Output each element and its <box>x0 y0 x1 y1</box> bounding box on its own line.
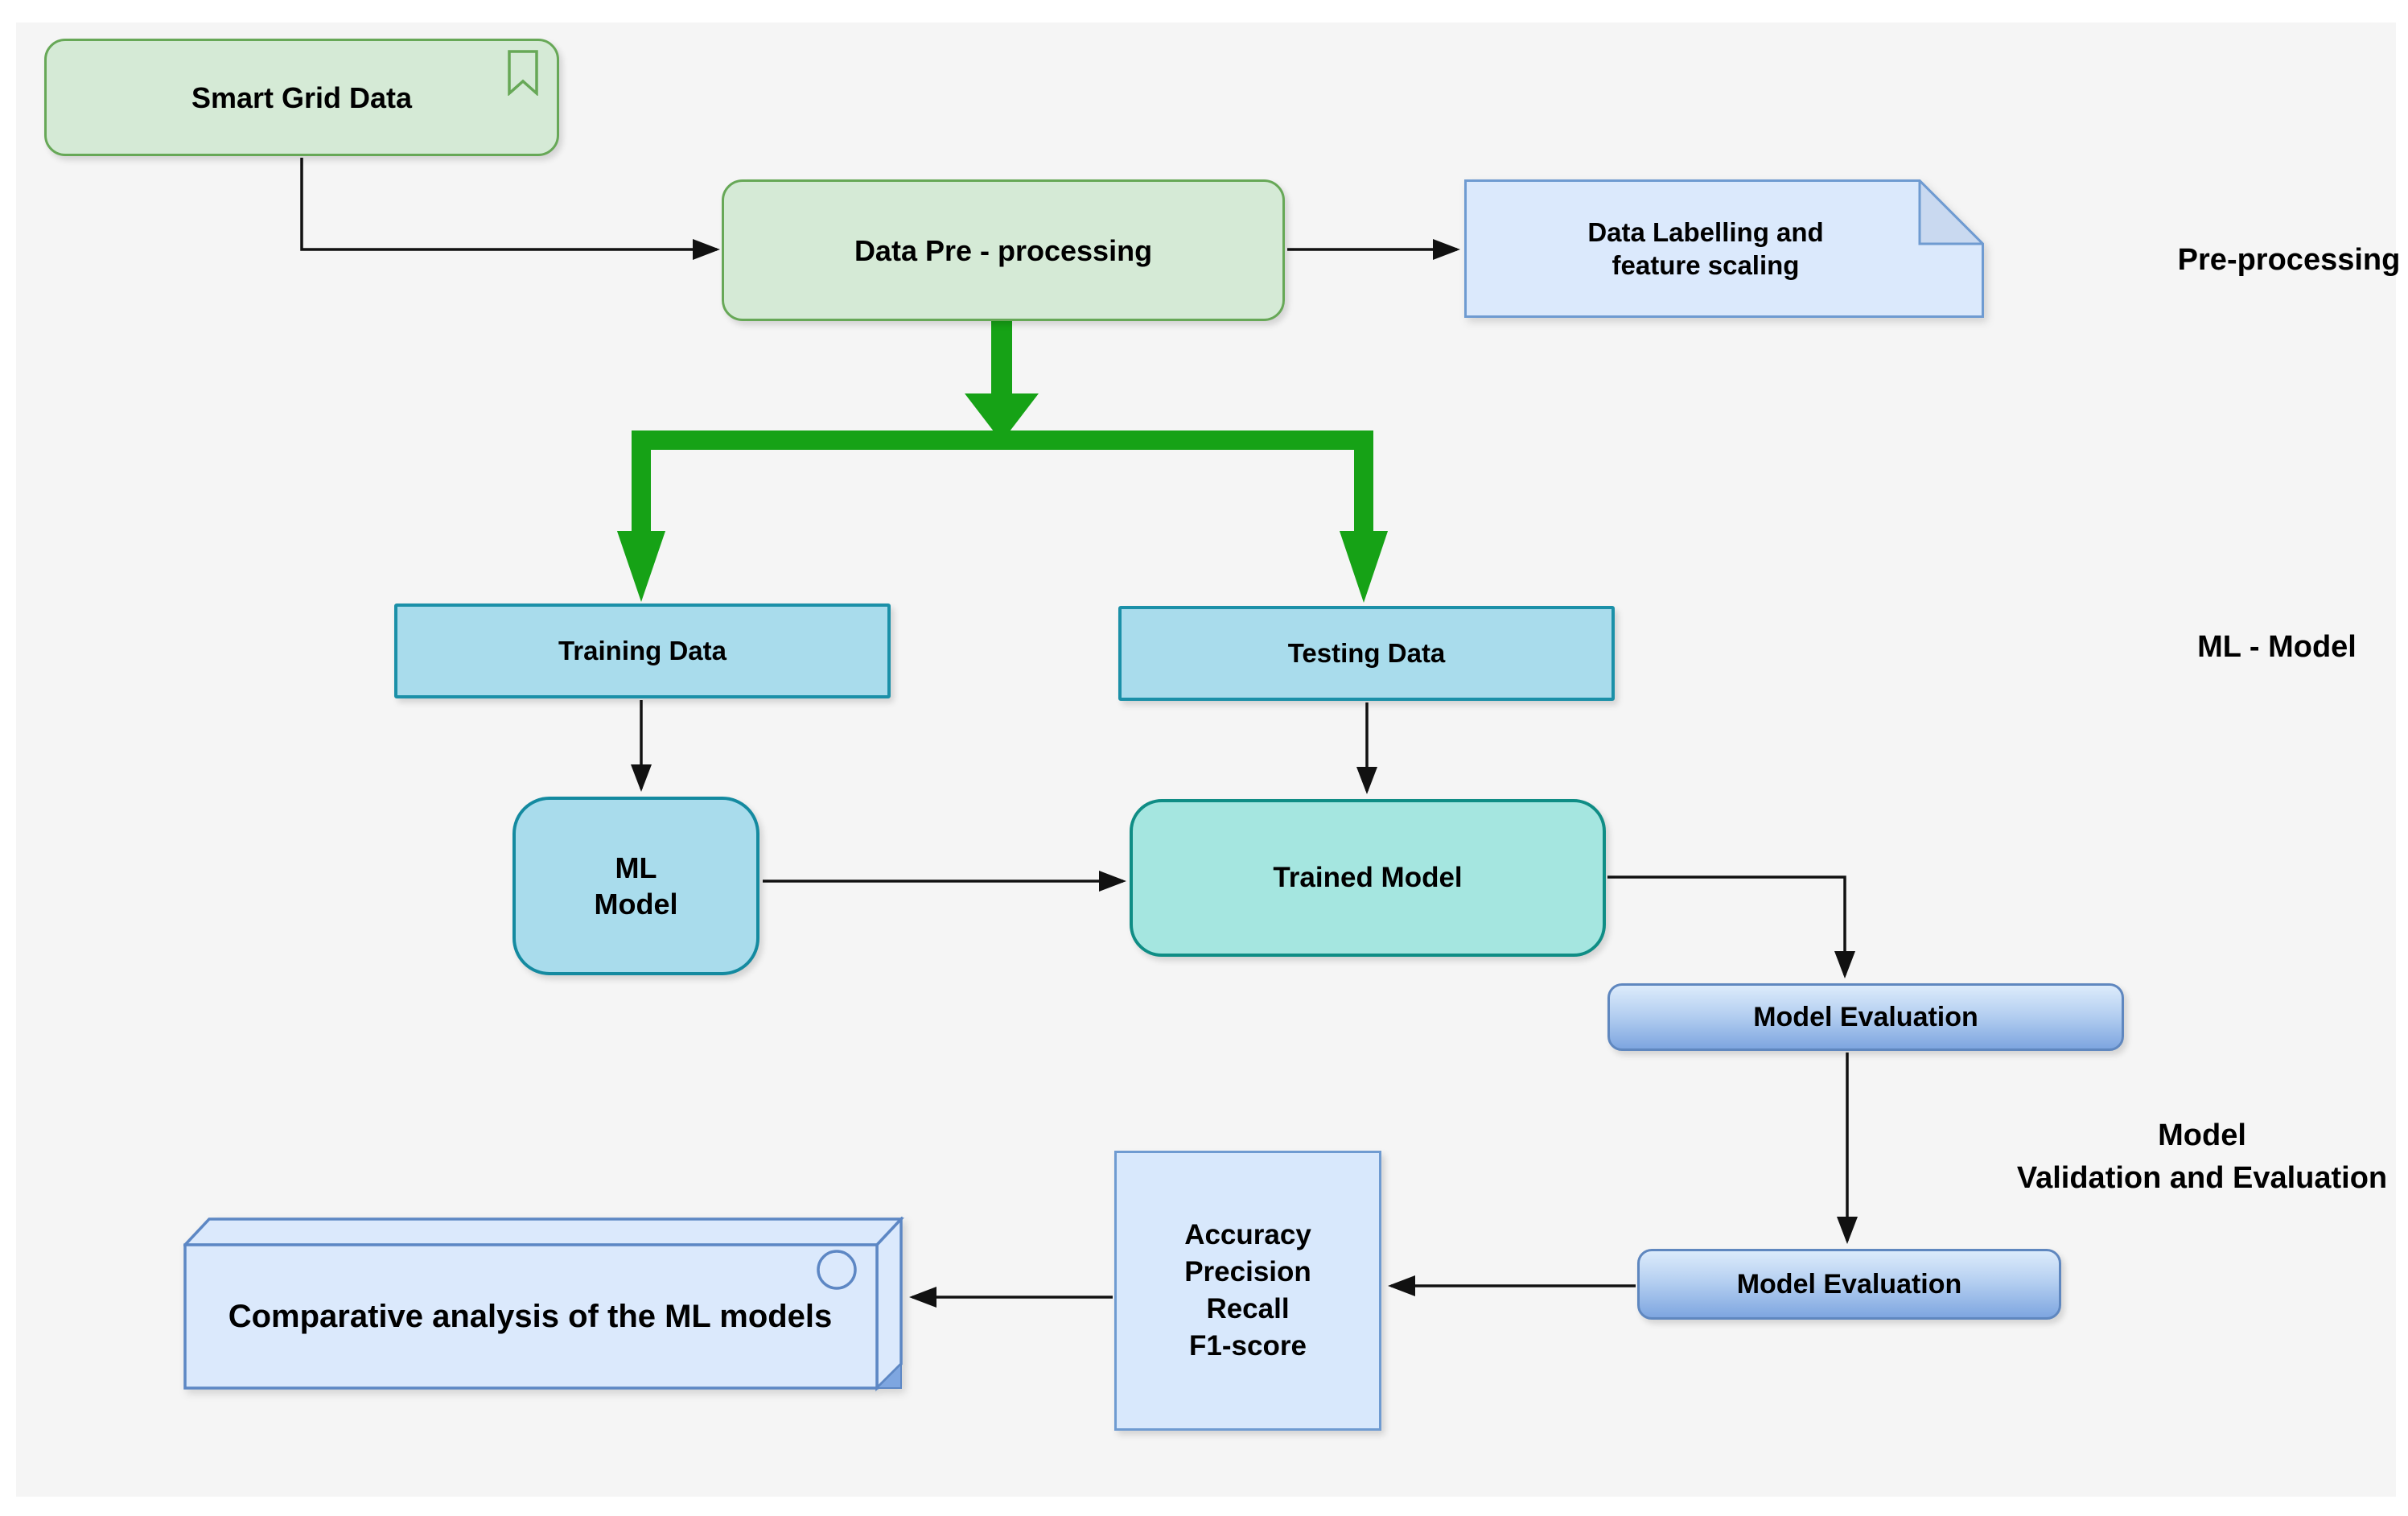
node-metrics: Accuracy Precision Recall F1-score <box>1114 1151 1381 1431</box>
circle-decoration-icon <box>817 1250 857 1290</box>
cube-shape <box>181 1215 905 1392</box>
node-trained-model: Trained Model <box>1130 799 1606 957</box>
node-label-line2: Model <box>594 888 678 921</box>
node-label: Smart Grid Data <box>191 80 413 114</box>
note-shape <box>1464 177 1986 318</box>
bookmark-icon <box>508 50 538 96</box>
section-label-line2: Validation and Evaluation <box>2016 1161 2388 1196</box>
section-label-line1: Model <box>2158 1118 2246 1152</box>
node-training-data: Training Data <box>394 604 891 698</box>
node-ml-model: ML Model <box>512 797 759 975</box>
node-model-evaluation-2: Model Evaluation <box>1637 1249 2061 1320</box>
node-comparative-analysis: Comparative analysis of the ML models <box>181 1215 908 1398</box>
metric-accuracy: Accuracy <box>1184 1218 1311 1250</box>
node-label: Training Data <box>558 636 727 666</box>
metric-recall: Recall <box>1206 1293 1290 1324</box>
node-label: Data Pre - processing <box>854 233 1153 267</box>
node-smart-grid-data: Smart Grid Data <box>44 39 559 156</box>
folded-corner-icon <box>1918 177 1986 245</box>
node-label: Model Evaluation <box>1736 1268 1962 1300</box>
section-label-ml-model: ML - Model <box>2197 630 2357 664</box>
node-label-block: Comparative analysis of the ML models <box>183 1245 877 1388</box>
section-label-model-validation: Model Validation and Evaluation <box>1961 1114 2408 1200</box>
node-label-block: Data Labelling and feature scaling <box>1464 179 1947 318</box>
node-label-line1: Data Labelling and <box>1587 216 1824 247</box>
node-label: Testing Data <box>1287 638 1446 669</box>
node-data-labelling-note: Data Labelling and feature scaling <box>1464 177 1986 318</box>
node-model-evaluation-1: Model Evaluation <box>1607 983 2124 1051</box>
node-label: Model Evaluation <box>1753 1001 1978 1032</box>
node-label: Trained Model <box>1273 862 1463 894</box>
metric-f1-score: F1-score <box>1189 1330 1307 1362</box>
node-label-line1: ML <box>615 851 657 884</box>
node-testing-data: Testing Data <box>1118 606 1615 701</box>
section-label-preprocessing: Pre-processing <box>2177 243 2401 277</box>
metric-precision: Precision <box>1184 1255 1311 1287</box>
node-label-line2: feature scaling <box>1612 250 1800 280</box>
node-label: Comparative analysis of the ML models <box>228 1299 833 1334</box>
node-data-pre-processing: Data Pre - processing <box>722 179 1285 321</box>
